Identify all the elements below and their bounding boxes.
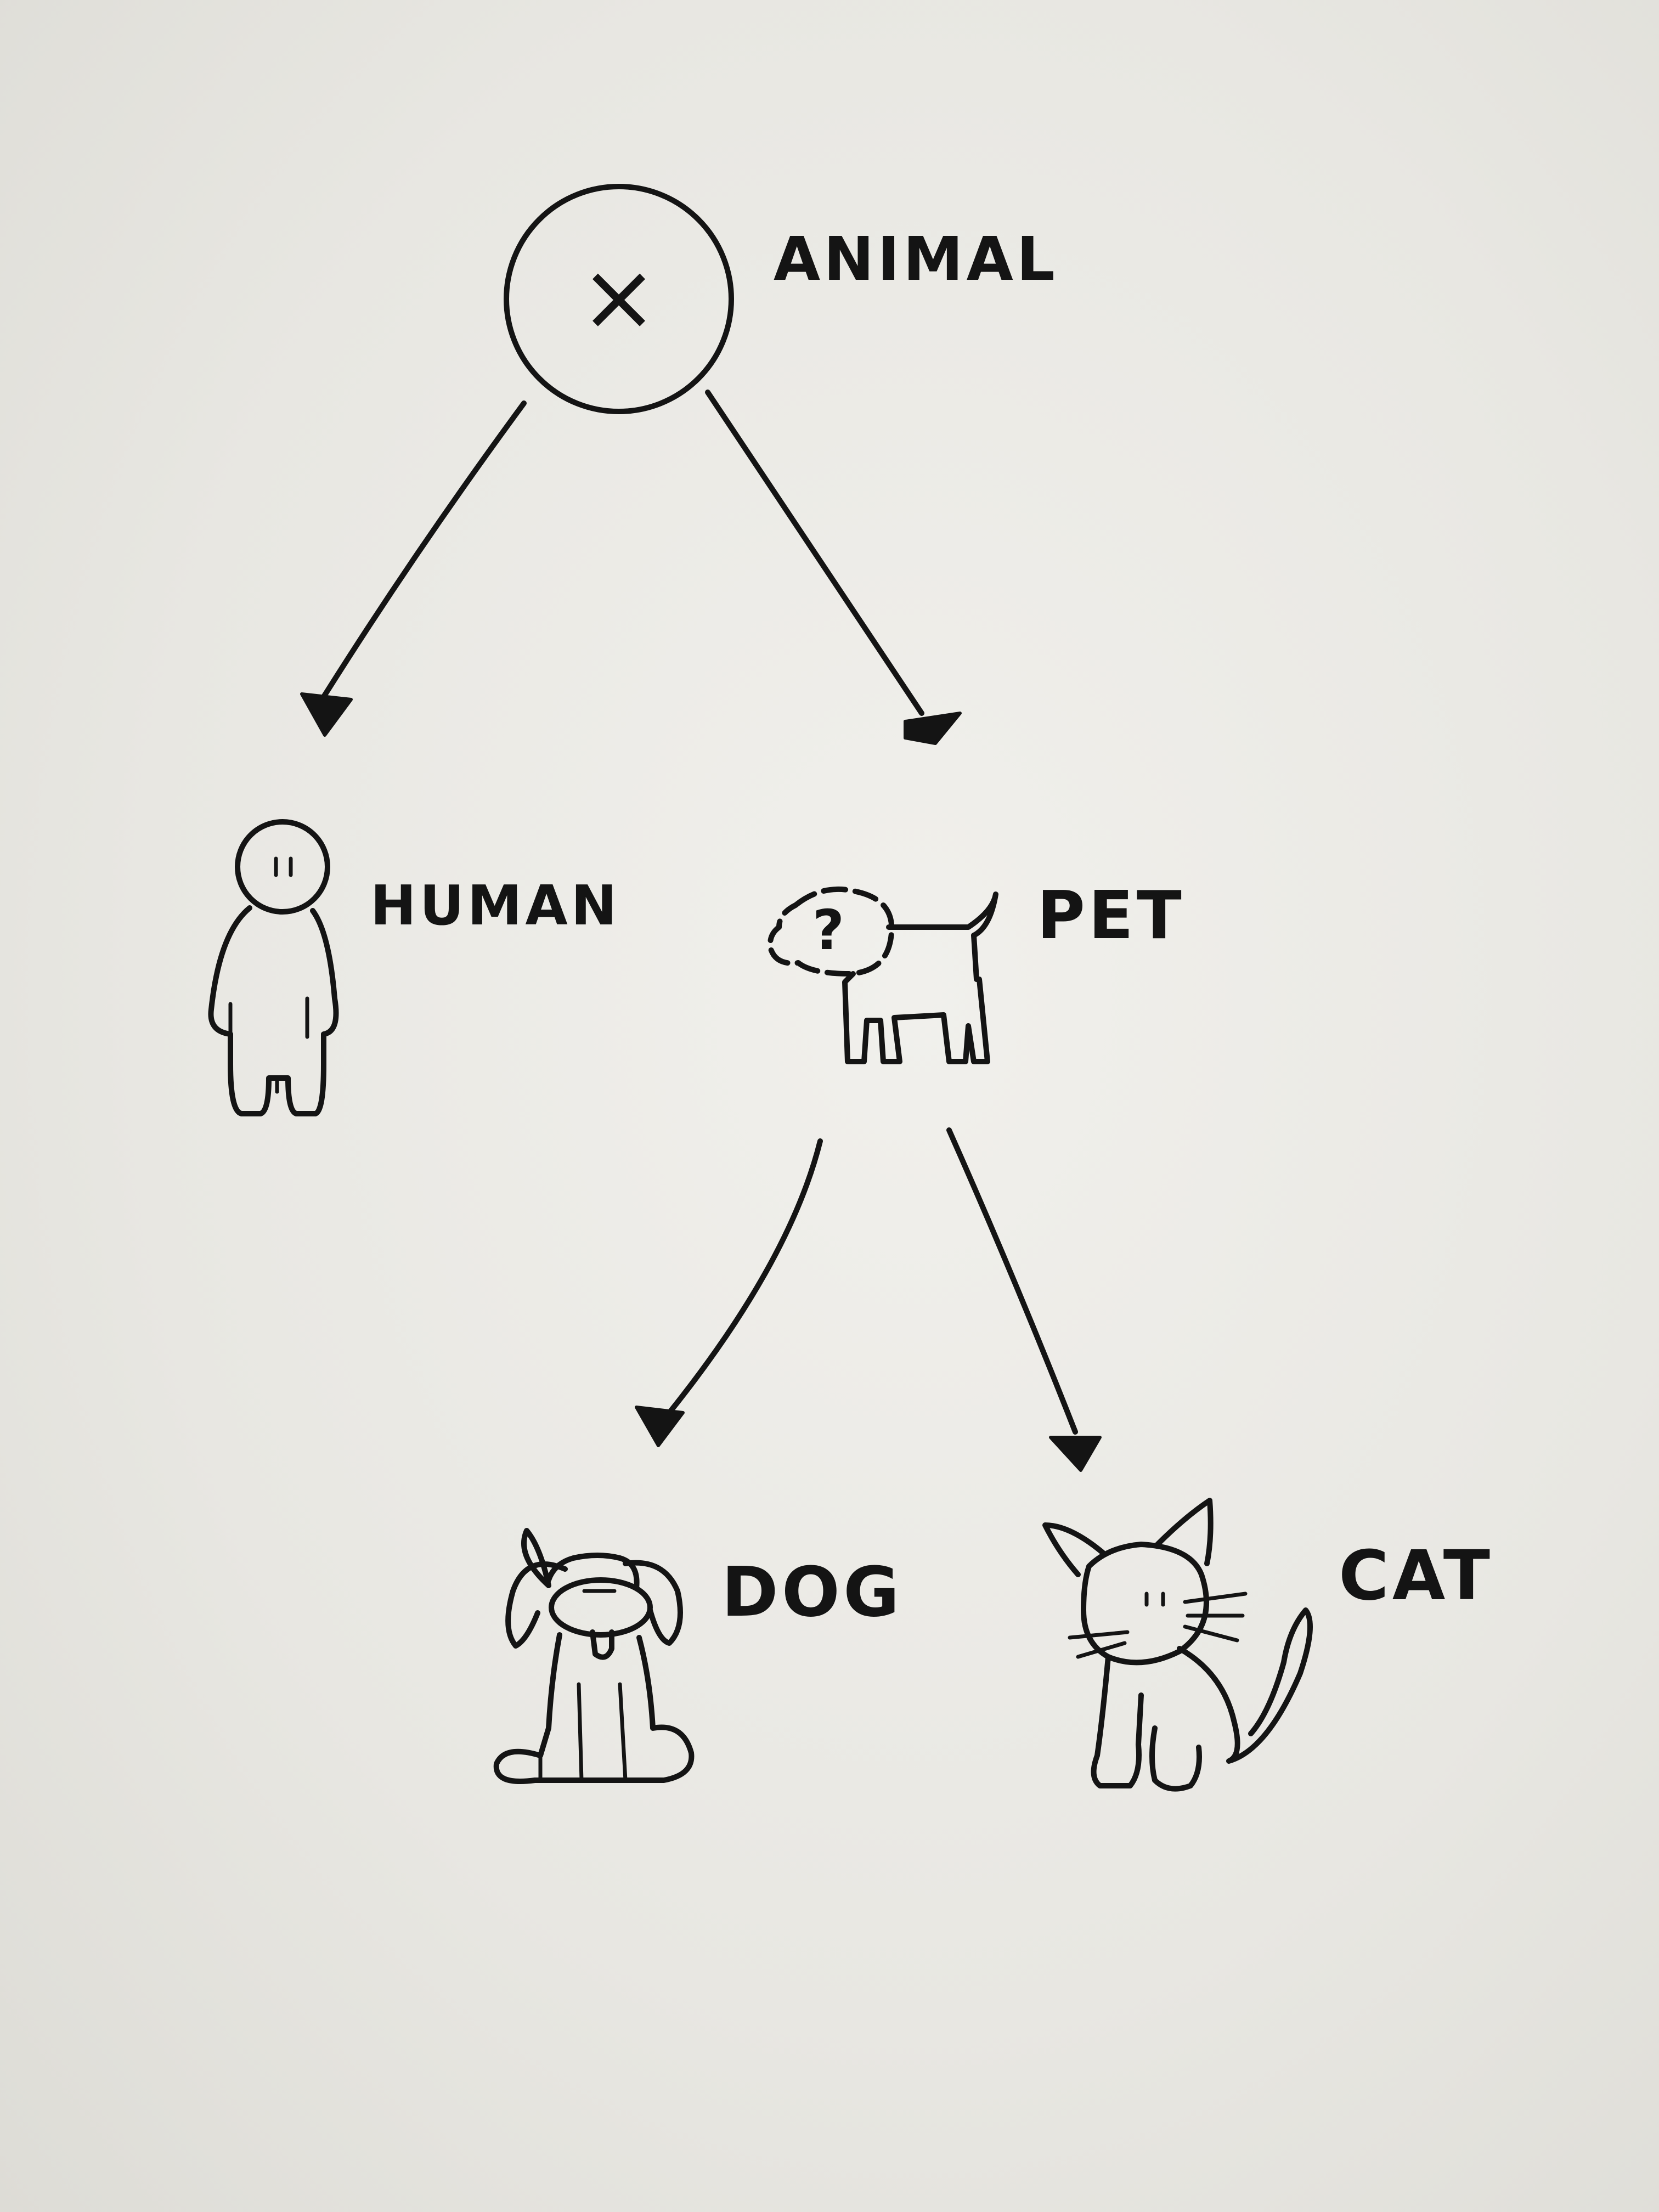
arrowhead-icon (300, 692, 353, 737)
arrowhead-icon (904, 712, 962, 745)
pet-symbol: ? (812, 898, 844, 962)
animal-node: × ANIMAL (504, 184, 1058, 414)
dog-label: DOG (721, 1553, 903, 1632)
animal-label: ANIMAL (774, 224, 1058, 294)
human-label: HUMAN (370, 873, 620, 938)
edge-animal-human (300, 400, 527, 737)
cat-node: CAT (1042, 1498, 1493, 1792)
arrowhead-icon (635, 1406, 685, 1447)
pet-figure-icon: ? (768, 886, 998, 1064)
cat-label: CAT (1339, 1536, 1493, 1616)
dog-figure-icon (493, 1528, 695, 1784)
pet-label: PET (1037, 878, 1185, 954)
dog-node: DOG (493, 1528, 903, 1784)
edge-line (705, 390, 924, 716)
arrowhead-icon (1049, 1436, 1102, 1472)
edge-pet-cat (946, 1127, 1102, 1472)
human-node: HUMAN (208, 819, 620, 1116)
animal-symbol: × (580, 243, 658, 352)
edge-animal-pet (705, 390, 962, 745)
edge-line (321, 400, 527, 699)
cat-figure-icon (1042, 1498, 1313, 1792)
edge-line (667, 1138, 823, 1415)
animal-circle-icon (504, 184, 734, 414)
human-figure-icon (208, 819, 339, 1116)
pet-node: ? PET (768, 878, 1185, 1064)
edge-line (946, 1127, 1078, 1435)
edge-pet-dog (635, 1138, 823, 1447)
